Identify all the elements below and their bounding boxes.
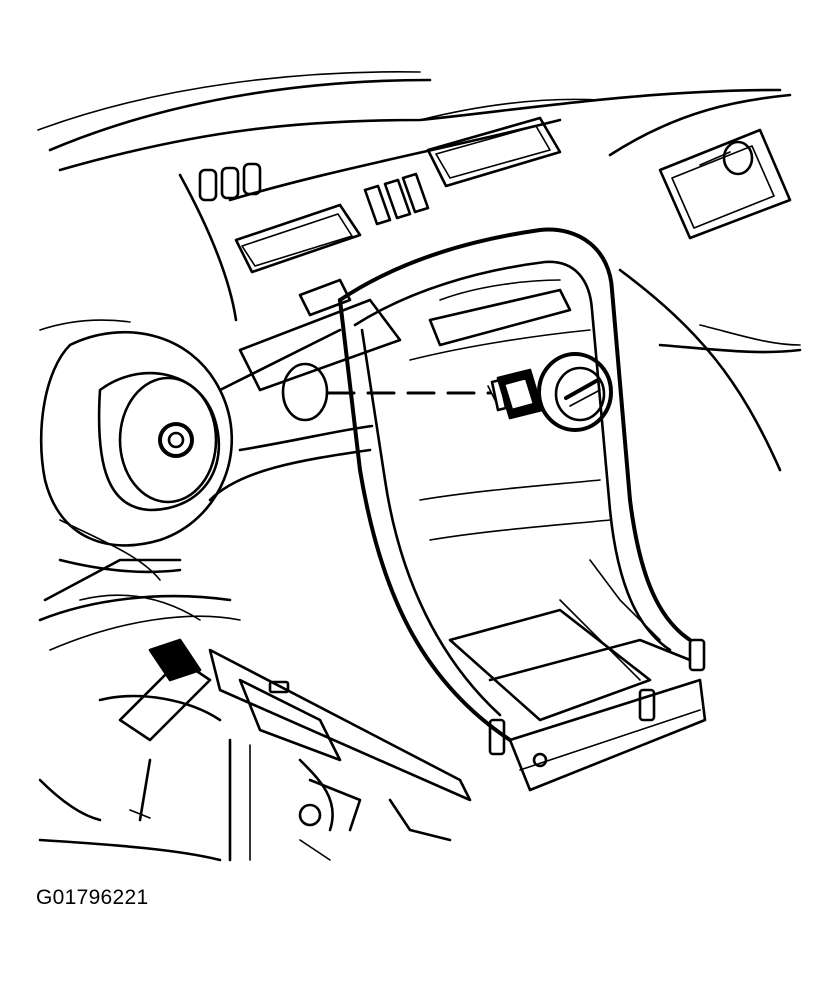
knee-bolster-and-wiring (38, 594, 472, 862)
passenger-vent (658, 128, 792, 240)
center-console-bezel (338, 227, 692, 742)
ignition-lock-cylinder (537, 352, 613, 432)
right-dash-edge (618, 268, 802, 472)
lower-console-bracket (448, 559, 707, 792)
steering-wheel-hub (39, 319, 372, 581)
center-vents (198, 116, 562, 274)
upper-dash-panel (37, 71, 792, 322)
ignition-key-switch (487, 368, 544, 420)
steering-column-shroud (43, 278, 402, 602)
ignition-switch-opening (281, 362, 329, 422)
figure-id-code: G01796221 (36, 886, 149, 909)
